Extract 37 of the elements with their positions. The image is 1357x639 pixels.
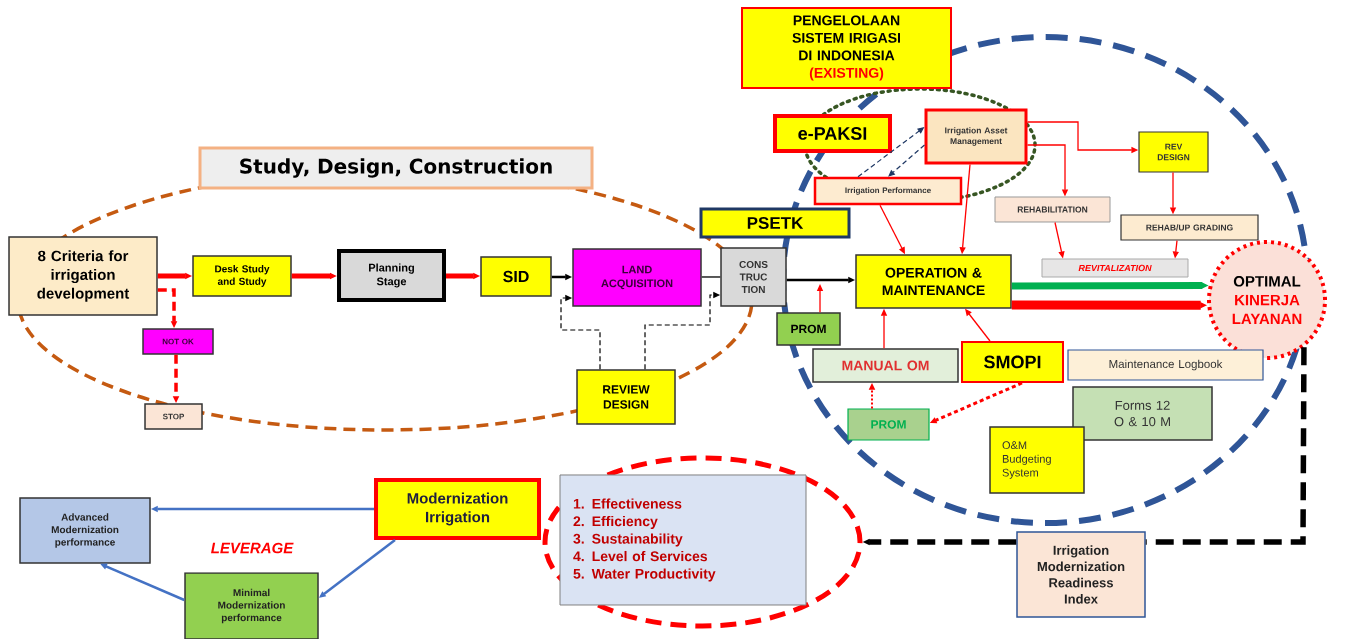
stop-box: STOP xyxy=(144,403,203,430)
decision-box: NOT OK xyxy=(142,328,214,355)
process-box: Advanced Modernization performance xyxy=(19,497,151,564)
label-box: MANUAL OM xyxy=(812,348,959,383)
process-box: Irrigation Performance xyxy=(813,176,963,206)
process-box: LAND ACQUISITION xyxy=(572,248,702,307)
heading-box: PENGELOLAAN SISTEM IRIGASI DI INDONESIA (EXISTING) xyxy=(741,7,952,89)
dashed-ellipse xyxy=(542,455,863,629)
process-box: Modernization Irrigation xyxy=(374,478,541,540)
label-box: O&M Budgeting System xyxy=(989,426,1085,494)
process-box: Minimal Modernization performance xyxy=(184,572,319,639)
process-box: REHABILITATION xyxy=(994,196,1111,223)
process-box: SID xyxy=(480,256,552,297)
label-box: PSETK xyxy=(699,207,851,239)
label-box: SMOPI xyxy=(961,341,1064,383)
label-box: PROM xyxy=(847,408,930,441)
process-box: Desk Study and Study xyxy=(192,255,292,297)
label-box: PROM xyxy=(776,312,841,346)
process-box: REVITALIZATION xyxy=(1041,258,1189,278)
arrow xyxy=(888,144,926,177)
title-box: Study, Design, Construction xyxy=(198,146,594,190)
process-box: Planning Stage xyxy=(337,249,446,302)
arrow xyxy=(560,294,601,370)
process-box: 8 Criteria for irrigation development xyxy=(8,236,158,316)
label-box: Forms 12 O & 10 M xyxy=(1072,386,1213,441)
connector xyxy=(1145,347,1307,545)
label-box: e-PAKSI xyxy=(773,114,892,153)
process-box: Irrigation Asset Management xyxy=(924,108,1028,165)
process-box: REHAB/UP GRADING xyxy=(1120,214,1259,241)
label-box: Maintenance Logbook xyxy=(1067,349,1264,381)
process-box: CONS TRUC TION xyxy=(720,247,787,307)
process-box: OPERATION & MAINTENANCE xyxy=(855,254,1012,309)
note-text: LEVERAGE xyxy=(211,542,294,554)
process-box: REV DESIGN xyxy=(1138,131,1209,173)
process-box: Irrigation Modernization Readiness Index xyxy=(1016,531,1146,618)
connector xyxy=(701,276,721,278)
process-box: REVIEW DESIGN xyxy=(576,369,676,425)
